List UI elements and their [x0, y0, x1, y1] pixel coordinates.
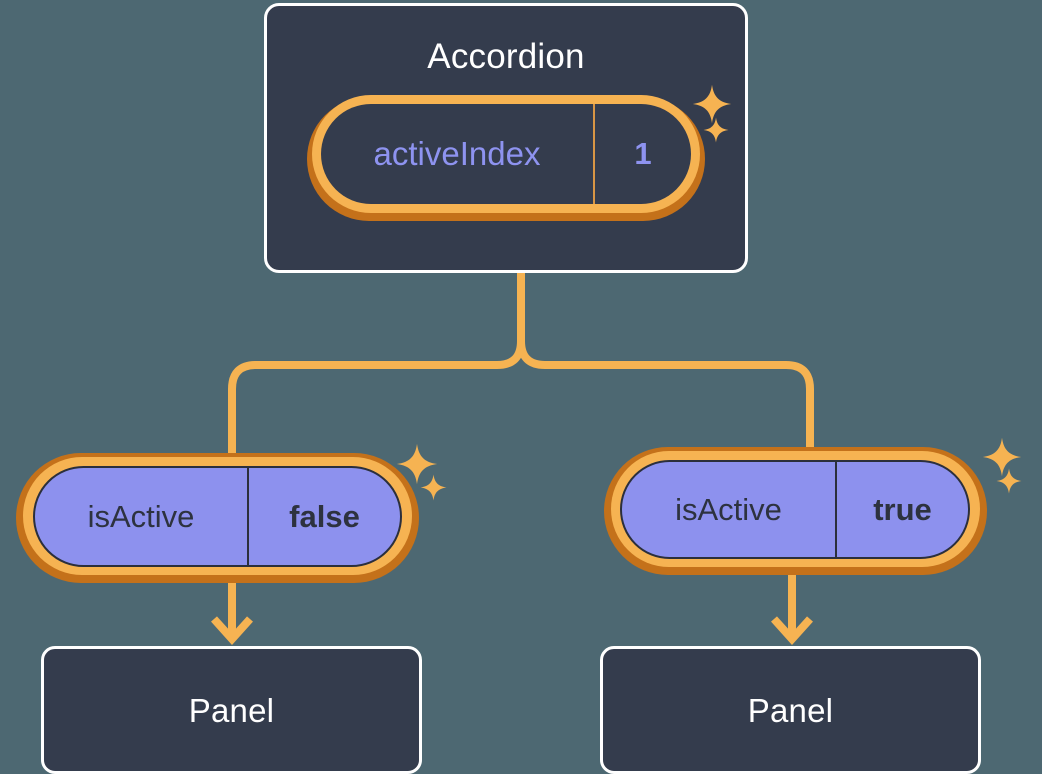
state-key-is-active-left: isActive: [87, 498, 195, 534]
component-title-panel-right: Panel: [747, 691, 834, 729]
state-key-is-active-right: isActive: [675, 491, 782, 527]
state-pill-is-active-right[interactable]: isActive true: [620, 460, 970, 559]
state-pill-divider: [593, 104, 595, 204]
sparkle-left-small-icon: [420, 474, 447, 501]
component-title-accordion: Accordion: [427, 37, 585, 76]
component-box-panel-right[interactable]: Panel: [600, 646, 981, 774]
connector-branch-right: [517, 340, 814, 455]
sparkle-right-small-icon: [996, 468, 1022, 494]
state-value-is-active-left: false: [289, 498, 360, 534]
sparkle-right-large-icon: [982, 437, 1022, 477]
component-box-panel-left[interactable]: Panel: [41, 646, 422, 774]
state-value-is-active-right: true: [873, 491, 932, 527]
state-key-active-index: activeIndex: [373, 135, 541, 172]
state-pill-active-index[interactable]: activeIndex 1: [321, 104, 691, 204]
state-pill-divider: [835, 462, 837, 557]
state-pill-is-active-left[interactable]: isActive false: [33, 466, 402, 567]
state-value-active-index: 1: [634, 136, 652, 171]
state-pill-divider: [247, 468, 249, 565]
connector-branch-left: [228, 340, 525, 460]
component-title-panel-left: Panel: [188, 691, 275, 729]
